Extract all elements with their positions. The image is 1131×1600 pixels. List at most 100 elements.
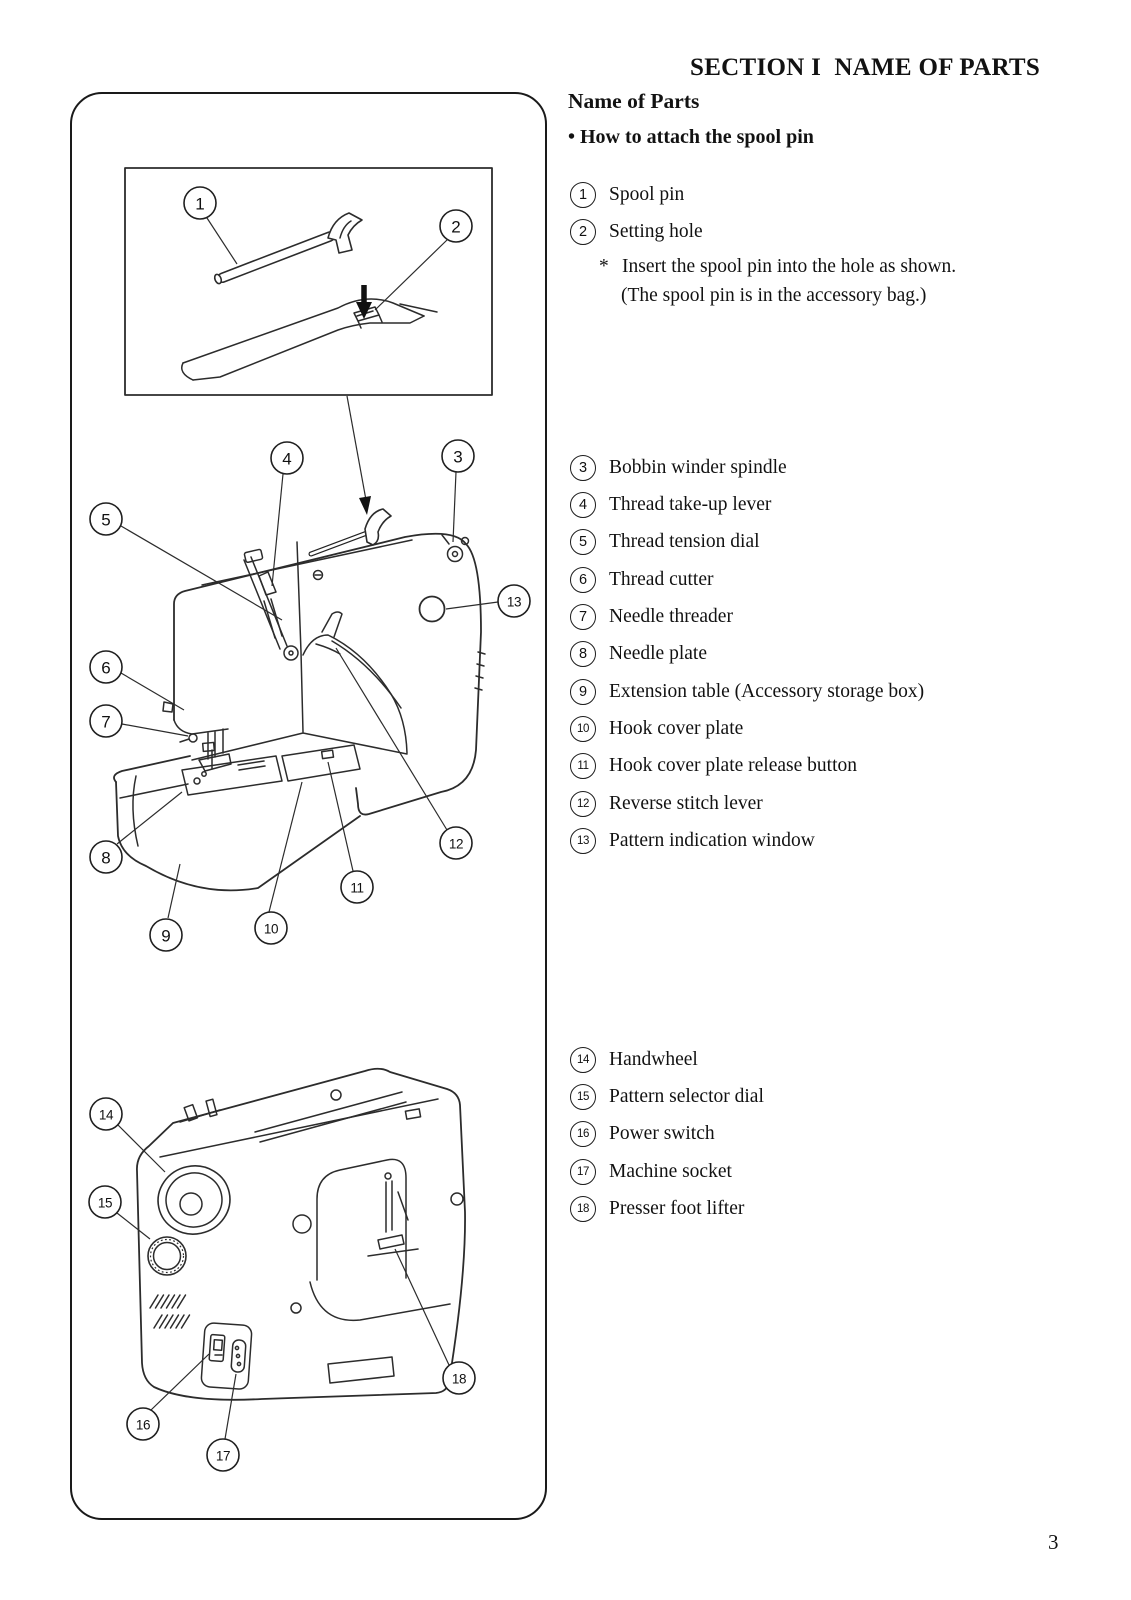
list-item: 1 Spool pin [570,176,703,213]
bullet-heading: • How to attach the spool pin [568,126,814,148]
connector-panel-drawing [200,1322,253,1390]
item-number-circle: 10 [570,716,596,743]
inset-connector-arrow [346,395,371,515]
list-item: 6 Thread cutter [570,561,924,598]
needle-threader-knob [188,733,198,743]
svg-text:6: 6 [101,659,110,678]
item-label: Reverse stitch lever [609,792,763,814]
callout-13: 13 [445,584,531,618]
item-label: Needle threader [609,606,733,628]
item-label: Setting hole [609,221,703,243]
svg-text:13: 13 [507,595,521,610]
needle-plate-drawing [181,755,283,796]
list-item: 15 Pattern selector dial [570,1078,764,1115]
svg-text:16: 16 [136,1418,150,1433]
machine-socket-drawing [230,1339,247,1373]
item-label: Pattern indication window [609,830,815,852]
presser-foot-lifter-drawing [397,1191,409,1221]
presser-foot-rear [377,1234,405,1250]
take-up-lever [258,571,277,596]
item-label: Pattern selector dial [609,1086,764,1108]
item-label: Thread cutter [609,568,714,590]
svg-text:3: 3 [453,448,462,467]
spool-pin-drawing [213,212,363,285]
pattern-selector-dial-drawing [147,1236,187,1276]
item-number-circle: 5 [570,529,596,556]
item-label: Hook cover plate [609,718,744,740]
item-number-circle: 17 [570,1158,596,1185]
item-number-circle: 7 [570,604,596,631]
item-number-circle: 14 [570,1046,596,1073]
item-label: Presser foot lifter [609,1198,745,1220]
list-item: 8 Needle plate [570,636,924,673]
diagram-panel: 1 2 [70,92,547,1520]
svg-text:11: 11 [350,881,363,896]
extension-table-drawing [113,732,408,892]
item-label: Needle plate [609,643,707,665]
item-number-circle: 6 [570,566,596,593]
item-number-circle: 18 [570,1196,596,1223]
item-number-circle: 15 [570,1084,596,1111]
hook-cover-release-button [320,749,335,760]
svg-text:9: 9 [161,927,170,946]
list-item: 10 Hook cover plate [570,710,924,747]
svg-text:5: 5 [101,511,110,530]
callout-8: 8 [89,791,183,874]
svg-text:12: 12 [449,837,463,852]
callout-3: 3 [441,439,475,543]
svg-text:18: 18 [452,1372,466,1387]
svg-text:4: 4 [282,450,291,469]
item-label: Thread take-up lever [609,494,772,516]
attach-note-line2: (The spool pin is in the accessory bag.) [621,285,927,306]
list-item: 2 Setting hole [570,213,703,250]
pattern-window-drawing [418,595,446,623]
svg-text:14: 14 [99,1108,114,1123]
thread-cutter-tab [162,701,174,713]
item-number-circle: 4 [570,492,596,519]
rear-body-details [179,1089,464,1384]
needle-bar-drawing [162,701,232,772]
list-item: 17 Machine socket [570,1153,764,1190]
section-title: SECTION I NAME OF PARTS [690,54,1041,81]
callout-6: 6 [89,650,185,711]
item-label: Extension table (Accessory storage box) [609,680,925,702]
hook-cover-plate-drawing [281,744,361,782]
reverse-lever-drawing [315,611,343,655]
callout-2: 2 [374,209,473,311]
item-number-circle: 8 [570,641,596,668]
asterisk: * [599,256,609,277]
vent-slats [149,1294,191,1329]
item-label: Power switch [609,1123,715,1145]
rear-opening-drawing [309,1158,451,1322]
item-label: Spool pin [609,183,685,205]
list-item: 4 Thread take-up lever [570,486,924,523]
svg-text:17: 17 [216,1449,230,1464]
callout-12: 12 [335,647,473,860]
item-label: Hook cover plate release button [609,755,857,777]
attach-note-line1: *Insert the spool pin into the hole as s… [599,256,957,277]
list-item: 7 Needle threader [570,598,924,635]
callout-16: 16 [126,1353,210,1441]
svg-text:15: 15 [98,1196,112,1211]
power-switch-drawing [208,1333,226,1363]
label-plate [327,1356,395,1384]
threading-area-drawing [243,548,324,661]
dial-edge-ribs [474,651,486,691]
spool-pin-on-machine [308,508,392,557]
svg-text:10: 10 [264,922,278,937]
callout-17: 17 [206,1373,240,1472]
setting-hole-drawing [181,285,438,381]
item-label: Machine socket [609,1160,732,1182]
handwheel-drawing [157,1165,231,1235]
callout-18: 18 [394,1248,476,1395]
insert-arrow-head [356,302,372,319]
callout-10: 10 [254,781,303,945]
bobbin-winder-drawing [441,534,470,563]
callout-7: 7 [89,704,189,738]
